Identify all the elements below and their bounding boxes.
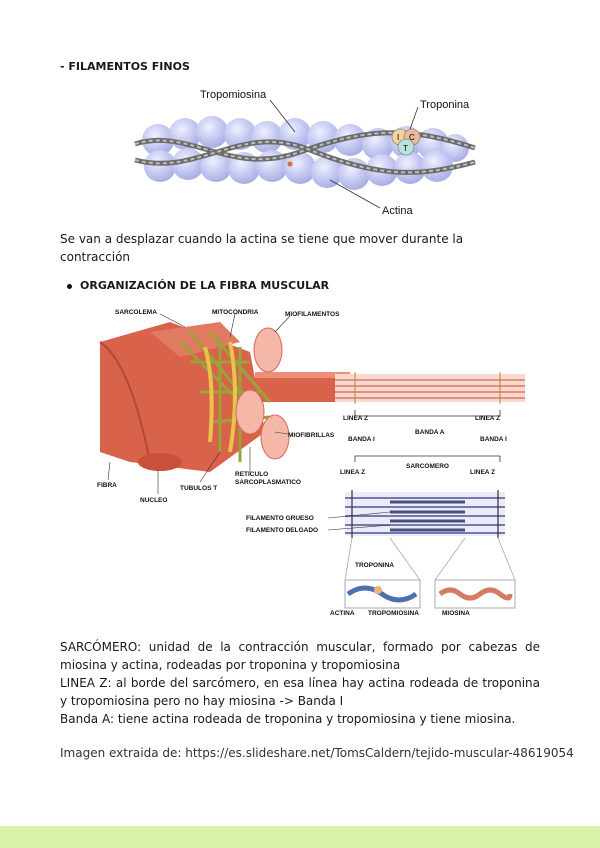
bullet-icon [67, 284, 72, 289]
label-linea-z-left: LINEA Z [343, 415, 368, 422]
label-sarcoplasmatico: SARCOPLASMATICO [235, 479, 301, 486]
muscle-fiber-figure: SARCOLEMA MITOCONDRIA MIOFILAMENTOS MIOF… [90, 302, 530, 622]
label-actina-inset: ACTINA [330, 610, 355, 617]
label-tubulos-t: TUBULOS T [180, 485, 217, 492]
svg-text:C: C [409, 133, 415, 142]
label-filamento-delgado: FILAMENTO DELGADO [246, 527, 318, 534]
label-troponina-inset: TROPONINA [355, 562, 394, 569]
label-banda-i-left: BANDA I [348, 436, 375, 443]
thin-filament-figure: I C T Tropomiosina Troponina Actina [130, 82, 480, 222]
label-banda-a: BANDA A [415, 429, 445, 436]
label-nucleo: NUCLEO [140, 497, 167, 504]
label-banda-i-right: BANDA I [480, 436, 507, 443]
section-title-organizacion: ORGANIZACIÓN DE LA FIBRA MUSCULAR [80, 279, 329, 292]
label-actina: Actina [382, 205, 413, 217]
label-troponina: Troponina [420, 99, 470, 111]
definition-linea-z: LINEA Z: al borde del sarcómero, en esa … [60, 674, 540, 710]
label-sarcomero: SARCOMERO [406, 463, 449, 470]
svg-text:I: I [397, 133, 399, 142]
label-fibra: FIBRA [97, 482, 117, 489]
definition-banda-a: Banda A: tiene actina rodeada de troponi… [60, 710, 540, 728]
label-miosina-inset: MIOSINA [442, 610, 470, 617]
label-reticulo: RETICULO [235, 471, 268, 478]
filamentos-caption: Se van a desplazar cuando la actina se t… [60, 230, 480, 266]
label-linea-z-lower-right: LINEA Z [470, 469, 495, 476]
label-miofibrillas: MIOFIBRILLAS [288, 432, 335, 439]
label-filamento-grueso: FILAMENTO GRUESO [246, 515, 314, 522]
definitions-block: SARCÓMERO: unidad de la contracción musc… [60, 638, 540, 728]
label-tropomiosina: Tropomiosina [200, 89, 267, 101]
label-sarcolema: SARCOLEMA [115, 309, 157, 316]
definition-sarcomero: SARCÓMERO: unidad de la contracción musc… [60, 638, 540, 674]
label-mitocondria: MITOCONDRIA [212, 309, 259, 316]
label-linea-z-lower-left: LINEA Z [340, 469, 365, 476]
footer-bar [0, 826, 600, 848]
label-linea-z-right: LINEA Z [475, 415, 500, 422]
image-source: Imagen extraida de: https://es.slideshar… [60, 744, 580, 762]
label-tropomiosina-inset: TROPOMIOSINA [368, 610, 419, 617]
svg-text:T: T [403, 144, 408, 153]
section-title-filamentos: - FILAMENTOS FINOS [60, 60, 190, 73]
label-miofilamentos: MIOFILAMENTOS [285, 311, 340, 318]
